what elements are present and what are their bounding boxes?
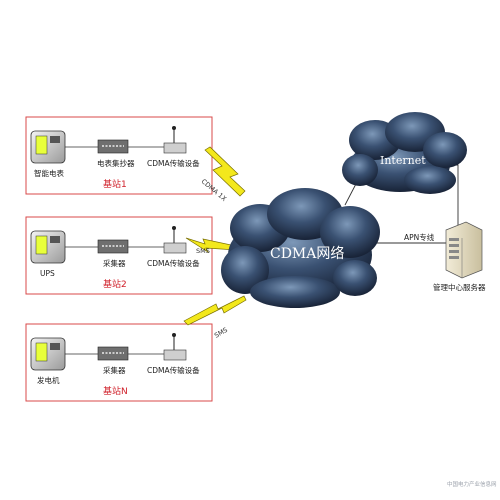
- station-1-device3-label: CDMA传输设备: [147, 158, 200, 168]
- cdma-transmitter-icon: [163, 126, 187, 154]
- collector-icon: [97, 239, 129, 254]
- station-2-device2-label: 采集器: [103, 258, 126, 268]
- link-label-station-1: CDMA 1X: [200, 177, 229, 203]
- cdma-transmitter-icon: [163, 226, 187, 254]
- internet-cloud-icon: [342, 112, 467, 194]
- server-label: 管理中心服务器: [433, 282, 486, 292]
- server-icon: [445, 221, 483, 279]
- station-n-device1-label: 发电机: [37, 375, 60, 385]
- lightning-bolt-3: [183, 295, 247, 326]
- station-1-name: 基站1: [103, 178, 127, 190]
- station-2-device3-label: CDMA传输设备: [147, 258, 200, 268]
- link-label-station-n: SMS: [213, 326, 229, 340]
- watermark: 中国电力产业信息网: [447, 480, 497, 488]
- smart-meter-icon: [30, 130, 66, 164]
- station-1-device2-label: 电表集抄器: [97, 158, 135, 168]
- cdma-network-label: CDMA网络: [270, 246, 344, 262]
- lightning-bolt-1: [204, 146, 246, 197]
- station-2-name: 基站2: [103, 278, 127, 290]
- station-n-device3-label: CDMA传输设备: [147, 365, 200, 375]
- collector-icon: [97, 346, 129, 361]
- station-n-device2-label: 采集器: [103, 365, 126, 375]
- station-n-name: 基站N: [103, 385, 128, 397]
- lightning-bolt-2: [185, 237, 237, 253]
- generator-icon: [30, 337, 66, 371]
- station-2-device1-label: UPS: [40, 269, 55, 278]
- link-label-station-2: SMS: [196, 247, 210, 255]
- cdma-cloud-icon: [221, 188, 380, 308]
- ups-icon: [30, 230, 66, 264]
- apn-label: APN专线: [404, 232, 435, 242]
- internet-label: Internet: [380, 154, 426, 167]
- station-1-device1-label: 智能电表: [34, 168, 64, 178]
- station-frame: [25, 323, 213, 402]
- station-frame: [25, 216, 213, 295]
- cdma-transmitter-icon: [163, 333, 187, 361]
- concentrator-icon: [97, 139, 129, 154]
- station-2: UPS 采集器 CDMA传输设备 基站2: [25, 216, 213, 295]
- station-1: 智能电表 电表集抄器 CDMA传输设备 基站1: [25, 116, 213, 195]
- station-n: 发电机 采集器 CDMA传输设备 基站N: [25, 323, 213, 402]
